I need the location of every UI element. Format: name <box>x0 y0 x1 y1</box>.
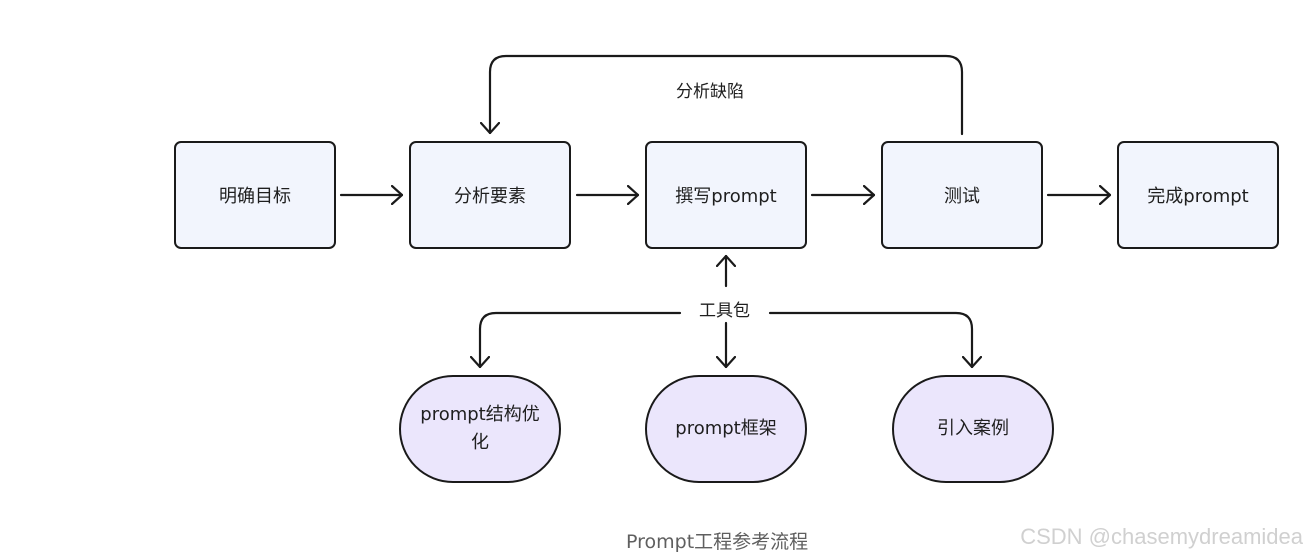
arrow-toolkit-to-structure <box>480 311 682 369</box>
step-analyze-elements-label: 分析要素 <box>454 186 526 207</box>
step-complete-prompt-label: 完成prompt <box>1147 186 1249 207</box>
step-analyze-elements[interactable]: 分析要素 <box>409 141 571 249</box>
step-define-goal[interactable]: 明确目标 <box>174 141 336 249</box>
feedback-label: 分析缺陷 <box>676 82 744 102</box>
step-complete-prompt[interactable]: 完成prompt <box>1117 141 1279 249</box>
tool-introduce-examples-label: 引入案例 <box>937 418 1009 439</box>
step-define-goal-label: 明确目标 <box>219 186 291 207</box>
arrow-feedback-loop <box>490 54 964 136</box>
step-write-prompt-label: 撰写prompt <box>675 186 777 207</box>
tool-prompt-framework-label: prompt框架 <box>675 418 777 439</box>
tool-introduce-examples[interactable]: 引入案例 <box>892 375 1054 483</box>
tool-prompt-framework[interactable]: prompt框架 <box>645 375 807 483</box>
diagram-caption: Prompt工程参考流程 <box>626 531 809 553</box>
step-write-prompt[interactable]: 撰写prompt <box>645 141 807 249</box>
step-test-label: 测试 <box>944 186 980 207</box>
tool-structure-optimization-label: prompt结构优化 <box>420 404 540 453</box>
toolkit-label: 工具包 <box>699 301 750 321</box>
step-test[interactable]: 测试 <box>881 141 1043 249</box>
arrow-toolkit-to-examples <box>768 311 972 369</box>
tool-structure-optimization[interactable]: prompt结构优化 <box>399 375 561 483</box>
watermark: CSDN @chasemydreamidea <box>1020 524 1303 549</box>
